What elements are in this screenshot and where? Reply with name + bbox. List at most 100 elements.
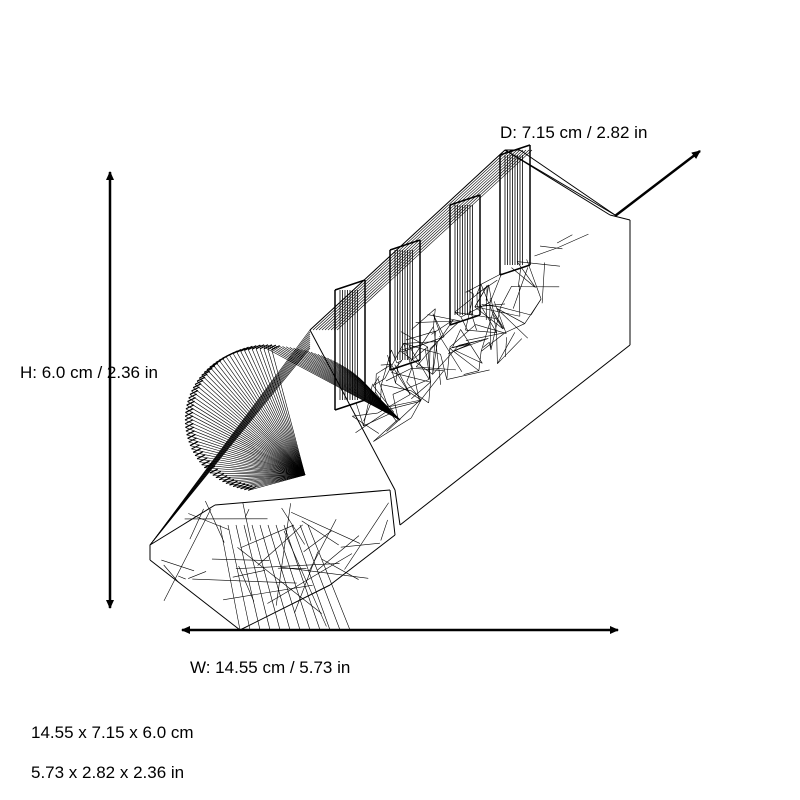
mesh-edge <box>352 415 379 434</box>
mesh-edge <box>163 508 212 602</box>
mesh-edge <box>201 464 306 476</box>
mesh-edge <box>460 329 483 364</box>
mesh-edge <box>291 524 331 631</box>
mesh-edge <box>512 267 529 309</box>
mesh-edge <box>196 380 306 476</box>
mesh-edge <box>225 474 306 484</box>
mesh-edge <box>281 567 369 579</box>
mesh-edge <box>410 360 420 402</box>
mesh-edge <box>499 264 531 276</box>
mesh-edge <box>436 347 442 385</box>
mesh-edge <box>275 503 291 606</box>
mesh-edge <box>242 502 252 541</box>
mesh-edge <box>452 343 471 348</box>
mesh-edge <box>388 360 411 395</box>
mesh-edge <box>238 565 255 602</box>
mesh-edge <box>185 408 306 476</box>
mesh-edge <box>201 374 306 476</box>
mesh-edge <box>149 347 311 546</box>
mesh-edge <box>240 351 306 476</box>
mesh-edge <box>240 484 249 490</box>
mesh-edge <box>259 344 269 350</box>
mesh-edge <box>392 379 430 395</box>
mesh-edge <box>189 508 204 540</box>
mesh-edge <box>395 382 422 401</box>
mesh-edge <box>460 301 491 318</box>
mesh-edge <box>334 399 366 411</box>
mesh-edge <box>541 262 545 304</box>
mesh-edge <box>267 524 301 631</box>
mesh-edge <box>199 461 306 476</box>
mesh-edge <box>244 345 253 351</box>
mesh-edge <box>478 351 482 371</box>
mesh-edge <box>475 324 507 334</box>
mesh-edge <box>496 308 528 339</box>
mesh-edge <box>219 524 241 631</box>
mesh-edge <box>465 332 506 341</box>
mesh-edge <box>329 534 396 586</box>
mesh-edge <box>427 314 460 322</box>
mesh-edge <box>251 524 281 631</box>
mesh-edge <box>454 350 483 364</box>
mesh-edge <box>505 337 507 357</box>
mesh-edge <box>449 194 481 206</box>
mesh-edge <box>244 508 250 518</box>
mesh-edge <box>500 306 532 316</box>
mesh-edge <box>283 524 321 631</box>
mesh-edge <box>263 348 306 476</box>
mesh-edge <box>519 149 616 216</box>
mesh-edge <box>375 373 377 393</box>
mesh-edge <box>188 513 229 530</box>
mesh-edge <box>192 383 202 389</box>
mesh-edge <box>218 360 306 476</box>
mesh-edge <box>391 360 403 373</box>
mesh-edge <box>237 547 322 614</box>
mesh-edge <box>312 149 509 331</box>
mesh-edge <box>267 344 277 350</box>
mesh-edge <box>227 524 251 631</box>
mesh-edge <box>411 367 444 372</box>
mesh-edge <box>327 149 524 331</box>
mesh-edge <box>380 519 388 541</box>
mesh-edge <box>199 373 208 379</box>
mesh-edge <box>415 320 460 323</box>
mesh-edge <box>184 416 306 476</box>
mesh-edge <box>480 332 506 352</box>
mesh-edge <box>187 438 306 476</box>
mesh-edge <box>609 214 631 221</box>
mesh-edge <box>381 384 411 391</box>
mesh-edge <box>211 558 270 561</box>
mesh-edge <box>243 524 271 631</box>
height-label: H: 6.0 cm / 2.36 in <box>20 363 158 382</box>
mesh-edge <box>539 245 563 250</box>
mesh-edge <box>219 474 306 481</box>
mesh-edge <box>485 285 488 321</box>
mesh-edge <box>178 575 186 580</box>
depth-arrow <box>614 150 701 217</box>
mesh-edge <box>518 284 521 317</box>
mesh-edge <box>161 559 195 572</box>
mesh-edge <box>429 320 461 349</box>
mesh-edge <box>493 314 504 330</box>
mesh-edge <box>372 378 385 386</box>
mesh-edge <box>267 349 306 476</box>
mesh-edge <box>191 390 306 476</box>
mesh-edge <box>309 149 506 331</box>
mesh-edge <box>232 353 306 476</box>
mesh-edge <box>556 234 573 244</box>
mesh-edge <box>189 445 306 476</box>
mesh-edge <box>505 323 525 333</box>
mesh-edge <box>223 584 313 601</box>
mesh-edge <box>229 480 238 486</box>
mesh-edge <box>301 520 339 546</box>
mesh-edge <box>196 376 206 382</box>
width-label: W: 14.55 cm / 5.73 in <box>190 658 351 677</box>
mesh-edge <box>205 500 225 543</box>
mesh-edge <box>389 489 396 536</box>
mesh-edge <box>229 354 306 476</box>
mesh-edge <box>308 519 337 572</box>
mesh-edge <box>406 381 422 401</box>
mesh-edge <box>557 233 589 248</box>
mesh-edge <box>333 149 530 331</box>
